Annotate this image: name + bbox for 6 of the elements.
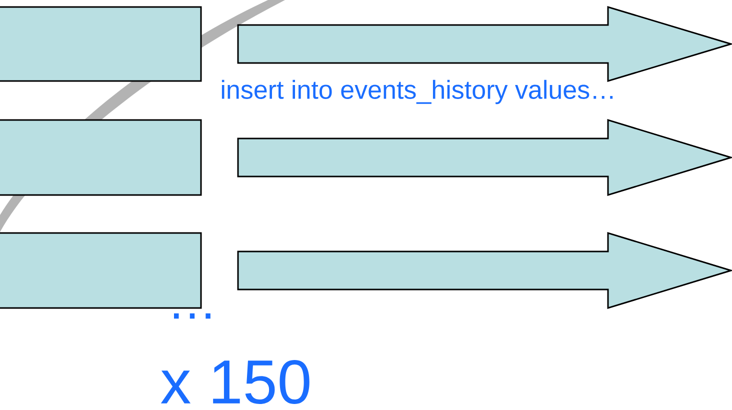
ellipsis-text: … xyxy=(174,313,210,319)
process-box xyxy=(0,119,202,196)
code-text: insert into events_history values… xyxy=(222,80,613,104)
count-text: x 150 xyxy=(160,360,310,404)
process-box xyxy=(0,6,202,82)
process-box xyxy=(0,232,202,309)
